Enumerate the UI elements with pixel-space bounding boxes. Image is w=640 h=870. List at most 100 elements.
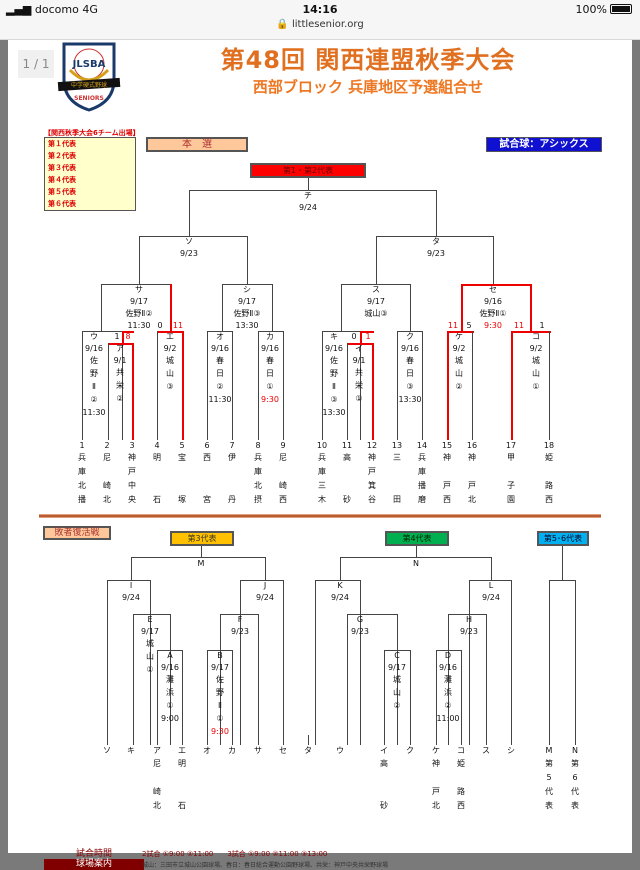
bracket-line (132, 343, 134, 440)
bracket-line (410, 284, 411, 331)
final-label: 第1・第2代表 (250, 163, 366, 178)
match-id: コ (532, 332, 540, 341)
match-date: 9/16 (325, 344, 343, 353)
team-number: 18 (543, 441, 555, 450)
bracket-line (108, 343, 134, 345)
match-venue: 浜 (444, 688, 452, 697)
team-number: 12 (366, 441, 378, 450)
slot-id: ケ (432, 746, 440, 755)
team-name: 戸 (128, 467, 136, 476)
match-date: 9/2 (163, 344, 177, 353)
bracket-line (265, 557, 266, 580)
team-name: 北 (78, 481, 86, 490)
match-date: 9/17 (141, 627, 159, 636)
match-date: 9/24 (482, 593, 500, 602)
match-venue: 城 (455, 356, 463, 365)
match-date: 9/16 (484, 297, 502, 306)
slot-team: 石 (178, 801, 186, 810)
slot-team: 5 (546, 773, 552, 782)
address-bar[interactable]: 🔒 littlesenior.org (0, 19, 640, 30)
slot-team: 崎 (153, 787, 161, 796)
match-venue: ② (455, 382, 463, 391)
bracket-line (220, 614, 259, 615)
match-time: 9:30 (261, 395, 279, 404)
bracket-line (341, 284, 411, 285)
bracket-line (133, 614, 134, 745)
team-number: 15 (441, 441, 453, 450)
slot-team: 姫 (457, 759, 465, 768)
bracket-line (436, 190, 437, 236)
official-ball-label: 試合球：アシックス (486, 137, 602, 152)
bracket-line (448, 614, 449, 745)
bracket-line (322, 331, 361, 332)
slot-team: 代 (571, 787, 579, 796)
match-venue: 佐野Ⅱ① (479, 309, 507, 318)
match-venue: Ⅱ (332, 382, 336, 391)
team-name: 庫 (254, 467, 262, 476)
team-number: 1 (79, 441, 85, 450)
team-name: 三 (393, 453, 401, 462)
score: 0 (351, 332, 357, 341)
match-venue: ① (146, 665, 154, 674)
team-name: 砂 (343, 495, 351, 504)
match-date: 9/1 (352, 356, 366, 365)
bracket-line (461, 284, 532, 286)
team-name: 播 (418, 481, 426, 490)
bracket-line (384, 650, 385, 745)
match-id: C (394, 651, 400, 660)
team-name: 戸 (368, 467, 376, 476)
score: 5 (466, 321, 472, 330)
bracket-line (347, 614, 348, 745)
team-name: 兵 (418, 453, 426, 462)
bracket-line (258, 331, 259, 440)
bracket-line (131, 557, 266, 558)
match-date: 9/17 (211, 663, 229, 672)
match-venue: Ⅱ (92, 382, 96, 391)
bracket-line (108, 343, 109, 440)
match-venue: 共 (116, 368, 124, 377)
bracket-line (372, 343, 374, 440)
match-venue: 野 (216, 688, 224, 697)
rep-item: 第３代表 (48, 164, 76, 172)
match-id: ク (406, 332, 414, 341)
match-date: 9/16 (161, 663, 179, 672)
match-venue: 山 (532, 369, 540, 378)
slot-team: 神 (432, 759, 440, 768)
third-rep-label: 第3代表 (170, 531, 234, 546)
bracket-line (170, 614, 171, 745)
bracket-line (222, 284, 273, 285)
team-name: 崎 (279, 481, 287, 490)
fifth-sixth-rep-label: 第5･6代表 (537, 531, 589, 546)
team-name: 中 (128, 481, 136, 490)
match-venue: ③ (166, 382, 174, 391)
team-name: 神 (128, 453, 136, 462)
slot-id: ア (153, 746, 161, 755)
team-name: 庫 (418, 467, 426, 476)
bracket-line (157, 650, 183, 651)
match-venue: 野 (90, 369, 98, 378)
bracket-line (447, 428, 449, 440)
bracket-line (258, 331, 284, 332)
match-id: エ (166, 332, 174, 341)
match-time-label: 試合時間 (75, 849, 112, 859)
bracket-line (436, 650, 437, 745)
slot-team: 表 (571, 801, 579, 810)
bracket-line (132, 428, 134, 440)
bracket-line (170, 284, 172, 331)
match-venue: 春 (216, 356, 224, 365)
match-date: 9/2 (452, 344, 466, 353)
match-id: セ (489, 285, 497, 294)
bracket-line (232, 650, 233, 745)
slot-team: 北 (153, 801, 161, 810)
bracket-line (272, 284, 273, 331)
score: 1 (114, 332, 120, 341)
match-venue: ② (116, 394, 124, 403)
bracket-line (549, 580, 576, 581)
team-name: 北 (254, 481, 262, 490)
bracket-line (101, 284, 171, 285)
bracket-line (157, 331, 158, 440)
team-name: 戸 (443, 481, 451, 490)
match-venue: 春 (406, 356, 414, 365)
team-name: 丹 (228, 495, 236, 504)
page-subtitle: 西部ブロック 兵庫地区予選組合せ (252, 78, 484, 96)
